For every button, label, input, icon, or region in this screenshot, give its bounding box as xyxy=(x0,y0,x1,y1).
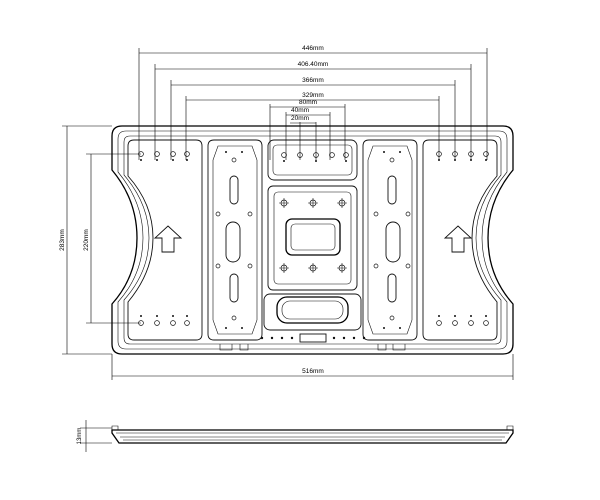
label-plate xyxy=(299,333,327,343)
right-wing-pad xyxy=(422,139,498,341)
dim-283-label: 283mm xyxy=(59,229,66,251)
dim-516-label: 516mm xyxy=(302,368,324,375)
right-slot-mid xyxy=(385,221,401,263)
left-bracket-inner xyxy=(212,145,258,335)
dim-329-label: 329mm xyxy=(302,92,324,99)
dim-13-label: 13mm xyxy=(77,428,83,445)
side-profile-lip xyxy=(111,425,514,430)
bottom-tabs xyxy=(219,344,406,351)
center-top-block xyxy=(267,139,358,181)
center-cutout xyxy=(285,218,341,256)
plate-top-view xyxy=(111,125,514,355)
handle-slot xyxy=(276,296,349,324)
dim-20-label: 20mm xyxy=(291,115,309,122)
right-slot-top xyxy=(387,175,397,205)
dim-80-label: 80mm xyxy=(299,99,317,106)
dim-366-label: 366mm xyxy=(302,77,324,84)
center-bottom-block xyxy=(263,293,362,331)
side-profile-inner xyxy=(116,432,509,441)
center-main-block-inner xyxy=(273,191,352,285)
side-profile-outer xyxy=(111,429,514,444)
dim-220-label: 220mm xyxy=(83,229,90,251)
right-slot-bottom xyxy=(387,273,397,303)
dim-446-label: 446mm xyxy=(302,45,324,52)
bottom-rivet-row xyxy=(260,336,366,340)
center-cutout-inner xyxy=(290,223,336,251)
left-slot-bottom xyxy=(229,273,239,303)
right-bracket xyxy=(362,139,418,341)
left-slot-top xyxy=(229,175,239,205)
right-bracket-inner xyxy=(367,145,413,335)
center-holes xyxy=(279,198,347,273)
handle-slot-inner xyxy=(281,300,344,320)
left-bracket xyxy=(207,139,263,341)
plate-side-view xyxy=(111,425,514,444)
plate-inner-outline xyxy=(117,130,508,350)
center-top-block-inner xyxy=(272,144,353,176)
dimensions: 446mm 406.40mm 366mm 329mm 80mm 40mm 20m… xyxy=(59,45,514,452)
bottom-hole-row xyxy=(138,315,489,326)
left-up-arrow xyxy=(153,225,183,253)
bracket-holes xyxy=(215,151,411,329)
top-hole-row xyxy=(138,151,489,162)
plate-outer-outline xyxy=(111,125,514,355)
left-wing-pad xyxy=(127,139,203,341)
extension-lines xyxy=(138,48,488,160)
right-up-arrow xyxy=(443,225,473,253)
plate-rim-outline xyxy=(123,135,502,345)
left-slot-mid xyxy=(225,221,241,263)
dim-40-label: 40mm xyxy=(291,107,309,114)
dim-406-label: 406.40mm xyxy=(298,61,329,68)
center-main-block xyxy=(267,185,358,291)
